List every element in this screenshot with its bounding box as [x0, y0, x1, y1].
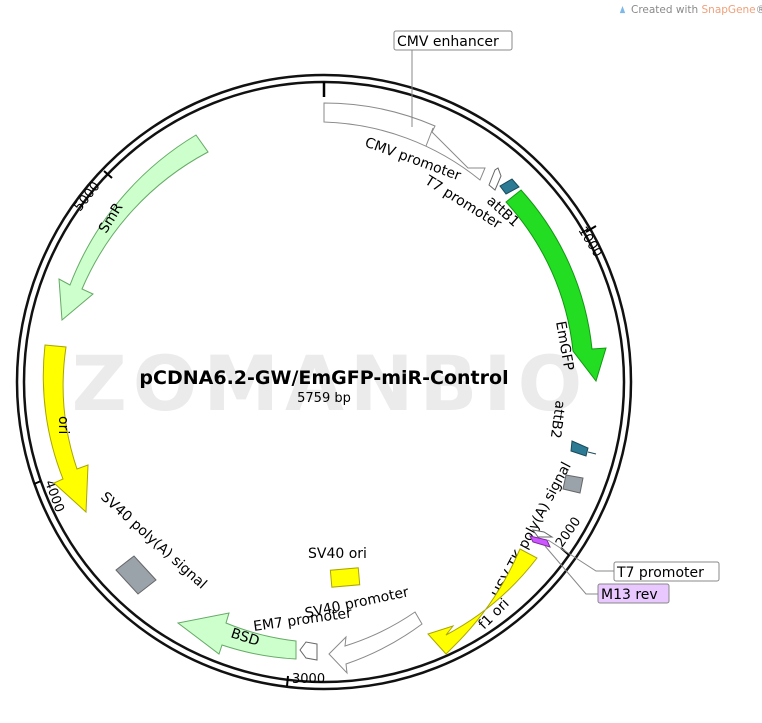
- smr-arrow: [58, 134, 209, 322]
- cmv-enhancer-box: [393, 30, 513, 51]
- cmv-enhancer-label: CMV enhancer: [397, 34, 499, 50]
- ori-label: ori: [55, 416, 71, 434]
- t7-promoter-top-arrow: [488, 167, 502, 191]
- attb2-tail: [587, 451, 597, 455]
- tick-label-1000: 1000: [575, 224, 605, 260]
- sv40-polya-block: [115, 555, 157, 595]
- sv40-ori-block: [329, 567, 361, 588]
- m13-rev-leader: [544, 545, 598, 595]
- watermark-text: ZOMANBIO: [72, 339, 589, 428]
- credit-brand: SnapGene: [701, 4, 756, 16]
- em7-promoter-arrow: [299, 641, 318, 661]
- credit-suffix: ®: [755, 4, 762, 16]
- plasmid-name: pCDNA6.2-GW/EmGFP-miR-Control: [139, 367, 508, 389]
- tick-3000: [286, 675, 289, 687]
- m13-rev-box: [597, 583, 670, 604]
- tick-5000: [103, 170, 113, 179]
- credit-prefix: Created with: [631, 4, 699, 16]
- snapgene-credit[interactable]: Created with SnapGene®: [618, 4, 762, 16]
- bsd-arrow: [176, 612, 297, 660]
- tick-4000: [33, 480, 42, 485]
- backbone-outer-ring: [15, 73, 633, 691]
- cmv-promoter-label: CMV promoter: [363, 135, 463, 185]
- t7-promoter-bottom-arrow: [531, 529, 554, 538]
- cmv-enhancer-promoter-arrow: [323, 102, 486, 181]
- snapgene-logo-icon: [619, 5, 626, 14]
- attb2-block: [570, 440, 589, 457]
- t7-promoter-bottom-label: T7 promoter: [616, 565, 704, 581]
- cmv-divider-line: [425, 127, 434, 147]
- tick-label-3000: 3000: [292, 672, 325, 687]
- plasmid-length: 5759 bp: [297, 391, 351, 406]
- attb1-block: [499, 178, 520, 195]
- tick-1000: [585, 225, 597, 233]
- sv40-promoter-arrow: [328, 611, 423, 675]
- tick-label-2000: 2000: [553, 515, 584, 551]
- m13-rev-label: M13 rev: [601, 587, 658, 603]
- ori-arrow: [42, 344, 89, 514]
- f1-ori-arrow: [427, 548, 538, 655]
- t7-promoter-bottom-box: [613, 561, 720, 582]
- hsv-tk-polya-block: [562, 474, 584, 494]
- m13-rev-arrow: [529, 535, 551, 548]
- sv40-ori-label: SV40 ori: [308, 546, 367, 562]
- attb2-label: attB2: [547, 399, 568, 439]
- emgfp-arrow: [505, 189, 607, 383]
- em7-promoter-label: EM7 promoter: [252, 605, 353, 635]
- t7-promoter-bottom-leader: [547, 539, 614, 572]
